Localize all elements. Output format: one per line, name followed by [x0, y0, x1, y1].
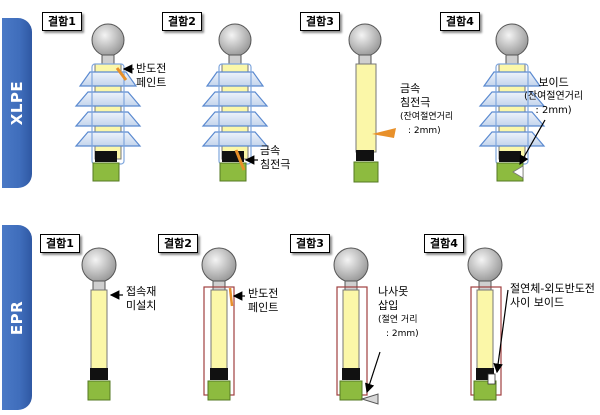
epr-section-band: EPR — [2, 225, 32, 410]
xlpe-defect3-annotation: 금속 침전극 (잔여절연거리 : 2mm) — [400, 82, 453, 138]
annotation-line: 미설치 — [126, 299, 157, 312]
epr-defect2-tag: 결함2 — [158, 234, 198, 253]
epr-defect1-tag: 결함1 — [40, 234, 80, 253]
epr-defect4-annotation: 절연체-외도반도전 사이 보이드 — [510, 282, 595, 310]
epr-defect3-insulator — [333, 247, 381, 405]
annotation-line: 침전극 — [260, 158, 291, 171]
annotation-line: 페인트 — [136, 76, 167, 89]
annotation-line: 보이드 — [538, 76, 569, 89]
epr-defect3-annotation: 나사못 삽입 (절연 거리 : 2mm) — [378, 285, 419, 341]
annotation-line: 접속재 — [126, 285, 157, 298]
xlpe-section-band: XLPE — [2, 18, 32, 188]
epr-defect1-annotation: 접속재 미설치 — [126, 285, 156, 313]
xlpe-defect4-tag: 결함4 — [440, 12, 480, 31]
annotation-line: 절연체-외도반도전 — [510, 282, 595, 295]
annotation-line: 나사못 — [378, 285, 409, 298]
xlpe-defect2-annotation: 금속 침전극 — [260, 144, 290, 172]
annotation-line: : 2mm) — [386, 329, 419, 339]
annotation-line: 금속 — [260, 144, 281, 157]
annotation-line: 반도전 — [248, 287, 279, 300]
annotation-line: 금속 — [400, 82, 421, 95]
xlpe-defect3-tag: 결함3 — [300, 12, 340, 31]
epr-defect2-insulator — [201, 247, 245, 401]
annotation-line: 페인트 — [248, 301, 279, 314]
xlpe-defect2-insulator — [201, 23, 269, 182]
annotation-line: 반도전 — [136, 62, 167, 75]
annotation-line: 침전극 — [400, 96, 431, 109]
epr-defect4-insulator — [467, 247, 509, 401]
xlpe-defect1-annotation: 반도전 페인트 — [136, 62, 166, 90]
annotation-line: : 2mm) — [535, 105, 572, 116]
xlpe-defect3-insulator — [348, 23, 396, 183]
xlpe-defect2-tag: 결함2 — [162, 12, 202, 31]
epr-defect1-insulator — [81, 247, 123, 401]
xlpe-defect1-tag: 결함1 — [42, 12, 82, 31]
epr-defect4-tag: 결함4 — [424, 234, 464, 253]
annotation-line: (잔여절연거리 — [524, 91, 584, 102]
xlpe-defect1-insulator — [74, 23, 142, 182]
annotation-line: 사이 보이드 — [510, 296, 565, 309]
annotation-line: 삽입 — [378, 299, 399, 312]
xlpe-defect4-insulator — [478, 23, 546, 182]
annotation-line: : 2mm) — [408, 126, 441, 136]
annotation-line: (잔여절연거리 — [400, 112, 454, 122]
epr-defect3-tag: 결함3 — [290, 234, 330, 253]
annotation-line: (절연 거리 — [378, 315, 418, 325]
xlpe-defect4-annotation: 보이드 (잔여절연거리 : 2mm) — [524, 76, 583, 118]
epr-defect2-annotation: 반도전 페인트 — [248, 287, 278, 315]
